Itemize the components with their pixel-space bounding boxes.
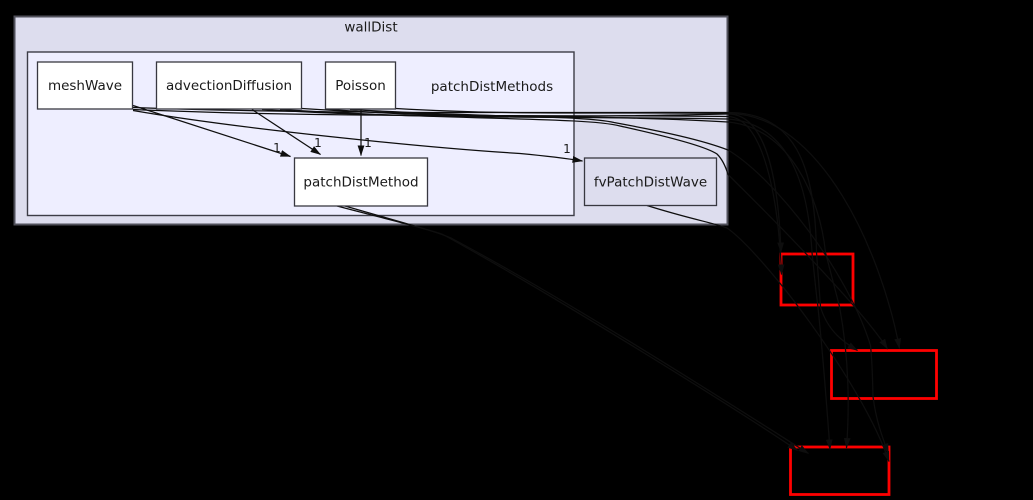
- node-patchdistmethod-label[interactable]: patchDistMethod: [303, 175, 418, 191]
- node-fvpatchdistwave[interactable]: fvPatchDistWave: [583, 157, 718, 207]
- edge-bundle-7: [349, 108, 890, 455]
- edge-label-poisson: 1: [364, 136, 372, 150]
- edge-to-fvpatchdistwave: [132, 109, 584, 163]
- node-poisson-label[interactable]: Poisson: [335, 78, 386, 94]
- edge-bundle-5: [329, 108, 785, 254]
- edge-bundle-6: [395, 107, 901, 350]
- edges: [132, 104, 901, 463]
- node-fvpatchdistwave-label[interactable]: fvPatchDistWave: [594, 175, 707, 191]
- node-advectiondiffusion[interactable]: advectionDiffusion: [155, 61, 303, 110]
- edge-label-meshwave: 1: [273, 141, 281, 155]
- edge-bundle-8: [279, 108, 889, 350]
- node-meshwave-label[interactable]: meshWave: [48, 78, 122, 94]
- node-patchdistmethod[interactable]: patchDistMethod: [293, 157, 429, 207]
- node-poisson[interactable]: Poisson: [324, 61, 397, 110]
- edge-meshwave-to-patchdistmethod: [132, 104, 292, 158]
- edge-bundle-3: [261, 108, 833, 451]
- node-meshwave[interactable]: meshWave: [36, 61, 134, 110]
- node-advectiondiffusion-label[interactable]: advectionDiffusion: [166, 78, 292, 94]
- external-dir-box-2[interactable]: [830, 349, 938, 400]
- edge-patchdistmethod-out-2: [344, 205, 810, 455]
- edge-fvpatchdistwave-out: [646, 204, 890, 463]
- edge-label-fvpatchdistwave: 1: [563, 142, 571, 156]
- external-dir-box-3[interactable]: [789, 445, 891, 496]
- edge-label-advectiondiffusion: 1: [314, 136, 322, 150]
- cluster-walldist-title[interactable]: wallDist: [344, 20, 397, 36]
- cluster-patchdistmethods-title[interactable]: patchDistMethods: [431, 79, 553, 95]
